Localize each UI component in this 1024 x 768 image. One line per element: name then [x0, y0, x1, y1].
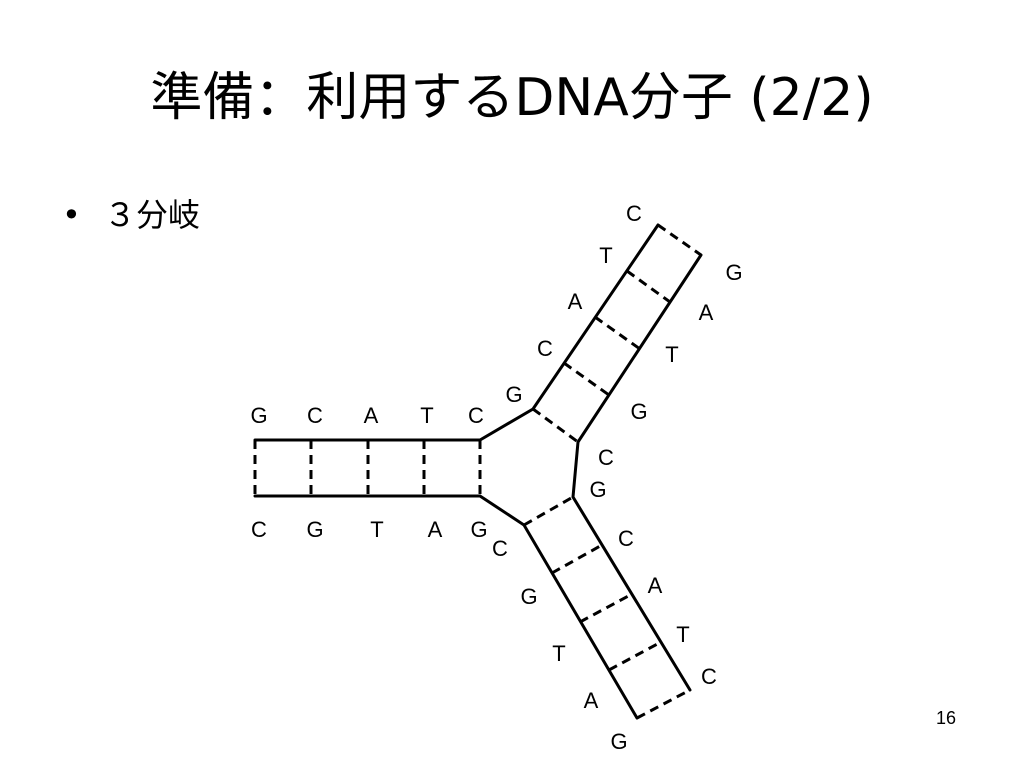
rung-upper-1: [532, 407, 579, 444]
rung-lower-5: [636, 688, 691, 720]
base-label: G: [306, 517, 323, 542]
base-label: G: [250, 403, 267, 428]
base-label: C: [492, 536, 508, 561]
base-label: C: [701, 664, 717, 689]
base-label: A: [428, 517, 443, 542]
strand-lower-right: [571, 440, 692, 692]
strand-upper-right: [576, 253, 703, 444]
base-pair-rungs: [253, 223, 702, 720]
backbone-strands: [253, 223, 703, 720]
rung-upper-3: [594, 315, 641, 351]
base-label: C: [468, 403, 484, 428]
base-label: C: [537, 336, 553, 361]
base-label: G: [470, 517, 487, 542]
base-label: G: [589, 477, 606, 502]
rung-upper-4: [626, 269, 671, 304]
rung-upper-5: [657, 223, 702, 257]
base-label: G: [630, 399, 647, 424]
rung-lower-4: [608, 640, 662, 672]
bullet-dot: •: [62, 196, 81, 234]
left-arm-labels: G C A T C C G T A G: [250, 403, 487, 542]
slide-title: 準備：利用するDNA分子 (2/2): [150, 68, 874, 128]
base-label: C: [307, 403, 323, 428]
base-label: A: [584, 688, 599, 713]
base-label: T: [370, 517, 383, 542]
base-label: T: [599, 243, 612, 268]
base-label: A: [648, 573, 663, 598]
base-label: T: [676, 622, 689, 647]
base-label: C: [618, 526, 634, 551]
base-label: A: [568, 289, 583, 314]
page-number: 16: [936, 708, 957, 728]
base-label: G: [505, 382, 522, 407]
base-label: G: [610, 729, 627, 754]
base-label: C: [598, 445, 614, 470]
rung-lower-3: [579, 592, 633, 624]
base-label: T: [552, 641, 565, 666]
rung-upper-2: [563, 361, 610, 397]
base-label: G: [725, 260, 742, 285]
bullet-text: ３分岐: [104, 196, 201, 234]
base-label: T: [420, 403, 433, 428]
base-label: A: [364, 403, 379, 428]
bullet-item: • ３分岐: [62, 190, 200, 240]
lower-arm-labels: C G T A G G C A T C: [492, 477, 717, 754]
base-label: C: [251, 517, 267, 542]
rung-lower-2: [551, 543, 603, 575]
base-label: A: [699, 300, 714, 325]
rung-lower-1: [523, 495, 574, 527]
base-label: C: [626, 201, 642, 226]
base-label: G: [520, 584, 537, 609]
upper-arm-labels: G C A T C C G T A G: [505, 201, 742, 470]
base-label: T: [665, 342, 678, 367]
